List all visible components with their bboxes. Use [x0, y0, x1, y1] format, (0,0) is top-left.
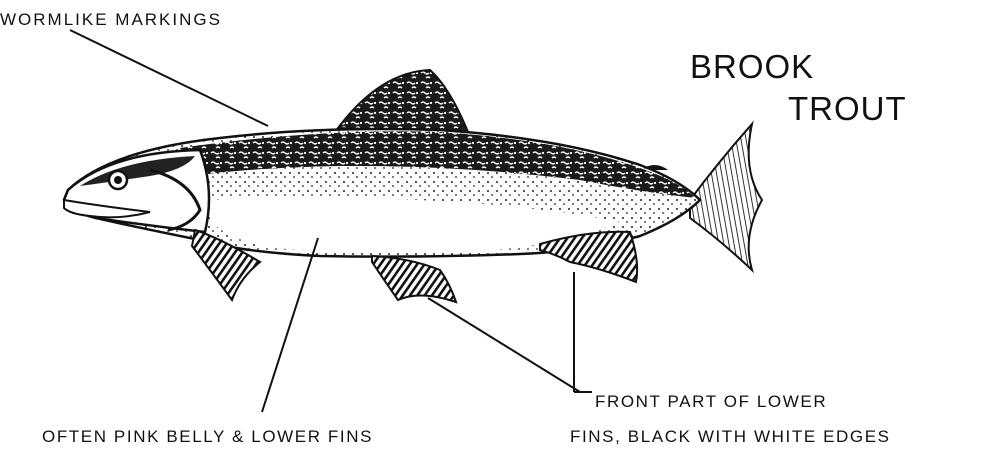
- label-belly: OFTEN PINK BELLY & LOWER FINS: [42, 427, 373, 447]
- title-line-1: BROOK: [690, 48, 814, 86]
- anal-fin: [540, 232, 637, 282]
- pupil: [114, 176, 122, 184]
- leader-pelvic: [428, 298, 580, 392]
- leader-markings: [70, 30, 268, 126]
- label-fins-line-1: FRONT PART OF LOWER: [595, 392, 827, 412]
- title-line-2: TROUT: [788, 90, 907, 128]
- tail-fin: [690, 124, 762, 270]
- label-fins-line-2: FINS, BLACK WITH WHITE EDGES: [570, 427, 891, 447]
- pelvic-fin: [372, 256, 456, 302]
- dorsal-fin: [338, 70, 468, 132]
- leader-belly: [262, 238, 318, 412]
- label-markings: WORMLIKE MARKINGS: [0, 10, 222, 30]
